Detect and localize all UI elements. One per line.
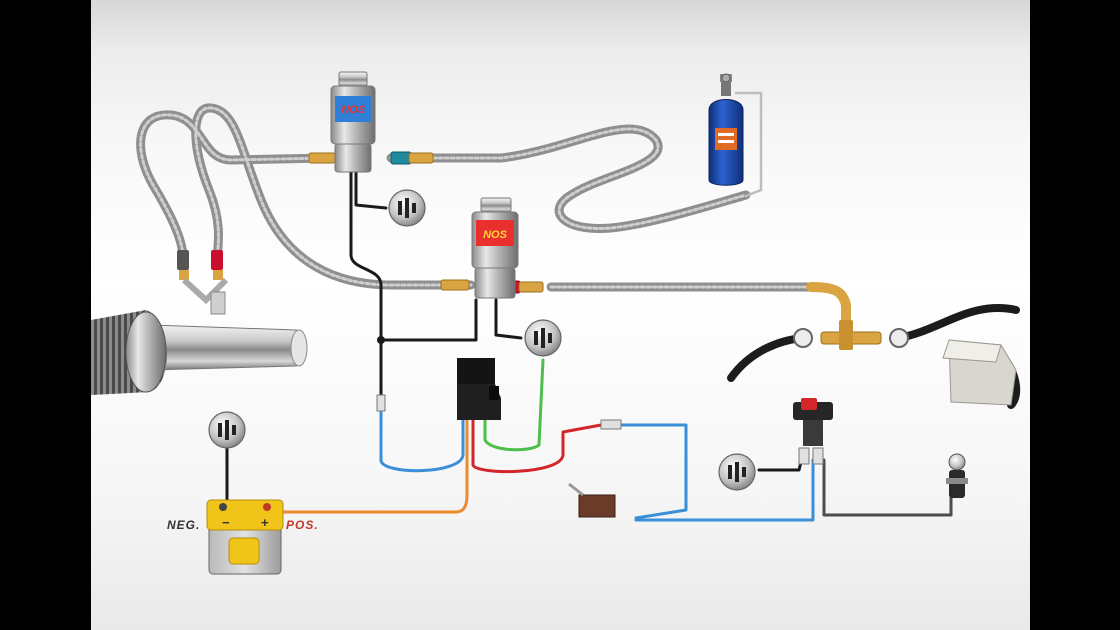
wiring xyxy=(225,168,953,522)
air-filter-icon xyxy=(91,310,308,395)
relay-icon xyxy=(457,358,501,420)
battery-negative-label: NEG. xyxy=(167,518,201,532)
battery-positive-label: POS. xyxy=(286,518,319,532)
nitrous-bottle-icon xyxy=(708,73,744,186)
ground-symbol-icon xyxy=(208,411,246,449)
fuel-line-feed xyxy=(386,124,751,233)
microswitch-icon xyxy=(568,482,616,518)
letterbox-left xyxy=(0,0,91,630)
fuel-pump-icon xyxy=(942,339,1017,406)
solenoid-brand: NOS xyxy=(341,104,366,116)
ground-symbol-icon xyxy=(388,189,426,227)
ground-symbol-icon xyxy=(524,319,562,357)
fuel-solenoid-icon: NOS xyxy=(330,71,376,173)
letterbox-right xyxy=(1030,0,1120,630)
purge-button-icon xyxy=(946,453,968,498)
solenoid-brand-2: NOS xyxy=(483,229,508,241)
nitrous-solenoid-icon: NOS xyxy=(471,197,519,299)
svg-text:−: − xyxy=(222,515,230,530)
diagram-canvas: NOS NOS xyxy=(91,71,1021,575)
svg-text:+: + xyxy=(261,515,269,530)
ground-symbol-icon xyxy=(718,453,756,491)
hose-clamps xyxy=(793,328,909,348)
arming-switch-icon xyxy=(793,398,833,446)
braided-lines xyxy=(136,91,816,292)
brass-fittings xyxy=(177,151,882,350)
wiring-diagram: NOS NOS xyxy=(91,0,1030,630)
battery-icon: − + xyxy=(206,499,284,575)
